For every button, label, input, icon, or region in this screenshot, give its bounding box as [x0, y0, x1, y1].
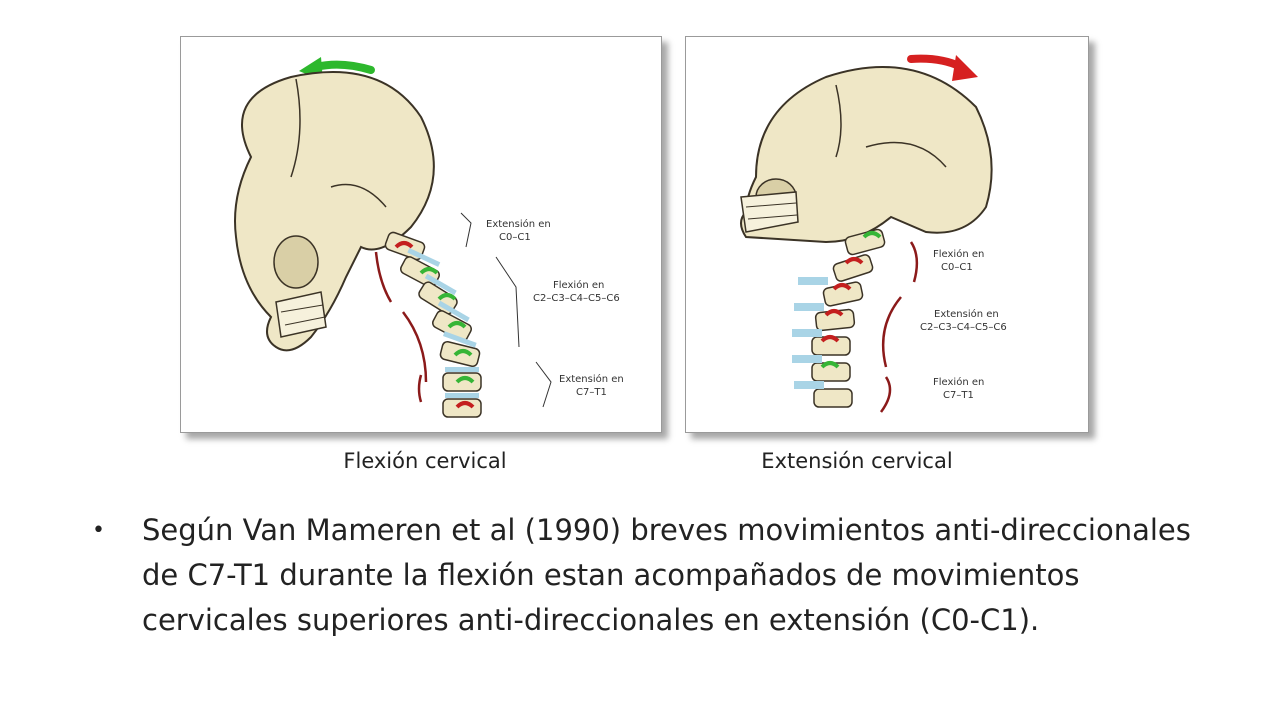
label-middle-line1: Extensión en: [934, 308, 999, 320]
label-top-line1: Extensión en: [486, 218, 551, 230]
label-top-line2: C0–C1: [941, 262, 973, 273]
label-middle: Flexión en C2–C3–C4–C5–C6: [533, 279, 620, 304]
label-top-line2: C0–C1: [499, 232, 531, 243]
label-bottom: Extensión en C7–T1: [559, 373, 624, 398]
extension-figure: Flexión en C0–C1 Extensión en C2–C3–C4–C…: [685, 36, 1089, 433]
label-middle-line2: C2–C3–C4–C5–C6: [920, 322, 1007, 333]
flexion-illustration: Extensión en C0–C1 Flexión en C2–C3–C4–C…: [181, 37, 661, 432]
extension-illustration: Flexión en C0–C1 Extensión en C2–C3–C4–C…: [686, 37, 1088, 432]
caption-extension: Extensión cervical: [732, 449, 982, 473]
label-middle-line1: Flexión en: [553, 279, 604, 291]
flexion-figure: Extensión en C0–C1 Flexión en C2–C3–C4–C…: [180, 36, 662, 433]
bullet-text: Según Van Mameren et al (1990) breves mo…: [142, 508, 1232, 643]
cervical-spine: [384, 231, 481, 417]
bullet-point: • Según Van Mameren et al (1990) breves …: [92, 508, 1232, 643]
label-top: Extensión en C0–C1: [486, 218, 551, 243]
label-bottom: Flexión en C7–T1: [933, 376, 984, 401]
cervical-spine: [792, 228, 886, 407]
caption-flexion: Flexión cervical: [300, 449, 550, 473]
label-top: Flexión en C0–C1: [933, 248, 984, 273]
label-middle: Extensión en C2–C3–C4–C5–C6: [920, 308, 1007, 333]
curvature-marks: [881, 242, 917, 412]
label-bottom-line1: Flexión en: [933, 376, 984, 388]
label-top-line1: Flexión en: [933, 248, 984, 260]
skull-illustration: [235, 72, 434, 350]
label-bottom-line1: Extensión en: [559, 373, 624, 385]
label-bottom-line2: C7–T1: [943, 390, 974, 401]
bullet-icon: •: [92, 508, 105, 553]
skull-illustration: [741, 67, 992, 242]
label-middle-line2: C2–C3–C4–C5–C6: [533, 293, 620, 304]
label-bottom-line2: C7–T1: [576, 387, 607, 398]
